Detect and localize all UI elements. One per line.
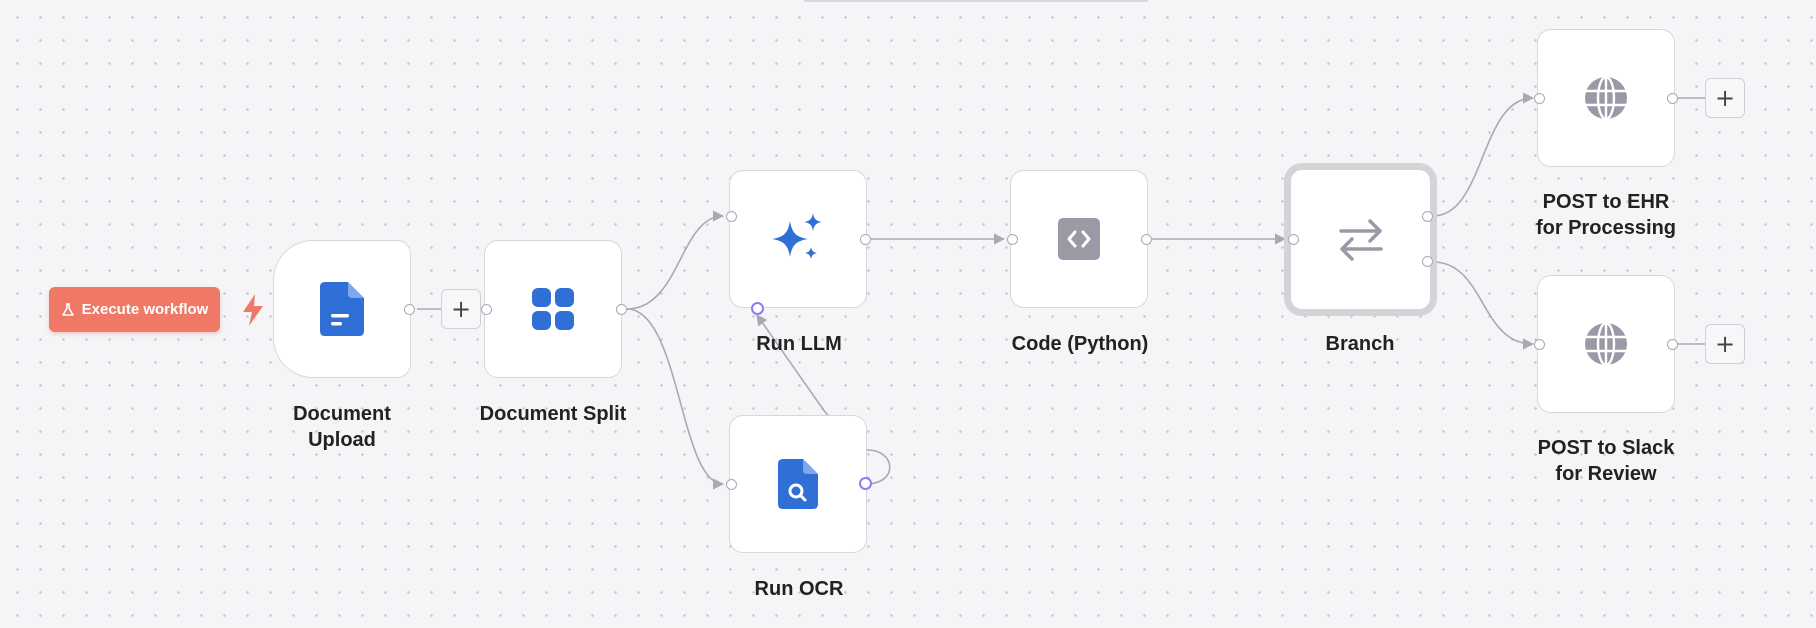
- loop-output-port-run-ocr[interactable]: [859, 477, 872, 490]
- node-document-split[interactable]: [484, 240, 622, 378]
- output-port-post-slack[interactable]: [1667, 339, 1678, 350]
- input-port-document-split[interactable]: [481, 304, 492, 315]
- input-port-post-ehr[interactable]: [1534, 93, 1545, 104]
- top-panel-tab: [804, 0, 1148, 2]
- flask-icon: [61, 302, 74, 316]
- grid-icon: [532, 288, 574, 330]
- input-port-run-ocr[interactable]: [726, 479, 737, 490]
- add-node-button-ehr[interactable]: +: [1705, 78, 1745, 118]
- node-branch[interactable]: [1284, 163, 1437, 316]
- output-port-code-python[interactable]: [1141, 234, 1152, 245]
- loop-input-port-run-llm[interactable]: [751, 302, 764, 315]
- document-icon: [320, 282, 364, 336]
- edge-split-ocr: [626, 308, 725, 490]
- code-icon: [1058, 218, 1100, 260]
- node-label-document-split: Document Split: [479, 403, 627, 425]
- edge-split-llm: [626, 210, 725, 310]
- node-label-run-ocr: Run OCR: [754, 578, 844, 600]
- node-post-slack[interactable]: [1537, 275, 1675, 413]
- node-label-run-llm: Run LLM: [756, 333, 842, 355]
- node-label-post-ehr: POST to EHR for Processing: [1535, 191, 1677, 239]
- node-run-ocr[interactable]: [729, 415, 867, 553]
- input-port-branch[interactable]: [1288, 234, 1299, 245]
- output-port-post-ehr[interactable]: [1667, 93, 1678, 104]
- arrows-swap-icon: [1338, 218, 1383, 261]
- input-port-code-python[interactable]: [1007, 234, 1018, 245]
- globe-icon: [1585, 321, 1627, 367]
- node-label-code-python: Code (Python): [1011, 333, 1149, 355]
- output-port-document-upload[interactable]: [404, 304, 415, 315]
- output-port-branch-false[interactable]: [1422, 256, 1433, 267]
- sparkles-icon: [772, 213, 822, 259]
- edge-branch-ehr: [1432, 92, 1535, 217]
- add-node-button[interactable]: +: [441, 289, 481, 329]
- output-port-branch-true[interactable]: [1422, 211, 1433, 222]
- execute-workflow-label: Execute workflow: [81, 301, 209, 318]
- output-port-document-split[interactable]: [616, 304, 627, 315]
- globe-icon: [1585, 75, 1627, 121]
- node-code-python[interactable]: [1010, 170, 1148, 308]
- node-label-post-slack: POST to Slack for Review: [1537, 437, 1675, 485]
- edge-branch-slack: [1432, 261, 1535, 350]
- document-search-icon: [778, 459, 818, 509]
- node-label-branch: Branch: [1325, 333, 1395, 355]
- node-post-ehr[interactable]: [1537, 29, 1675, 167]
- input-port-post-slack[interactable]: [1534, 339, 1545, 350]
- input-port-run-llm[interactable]: [726, 211, 737, 222]
- output-port-run-llm[interactable]: [860, 234, 871, 245]
- execute-workflow-button[interactable]: Execute workflow: [49, 287, 220, 332]
- add-node-button-slack[interactable]: +: [1705, 324, 1745, 364]
- lightning-icon: [243, 294, 263, 326]
- node-document-upload[interactable]: [273, 240, 411, 378]
- node-label-document-upload: Document Upload: [293, 403, 391, 451]
- node-run-llm[interactable]: [729, 170, 867, 308]
